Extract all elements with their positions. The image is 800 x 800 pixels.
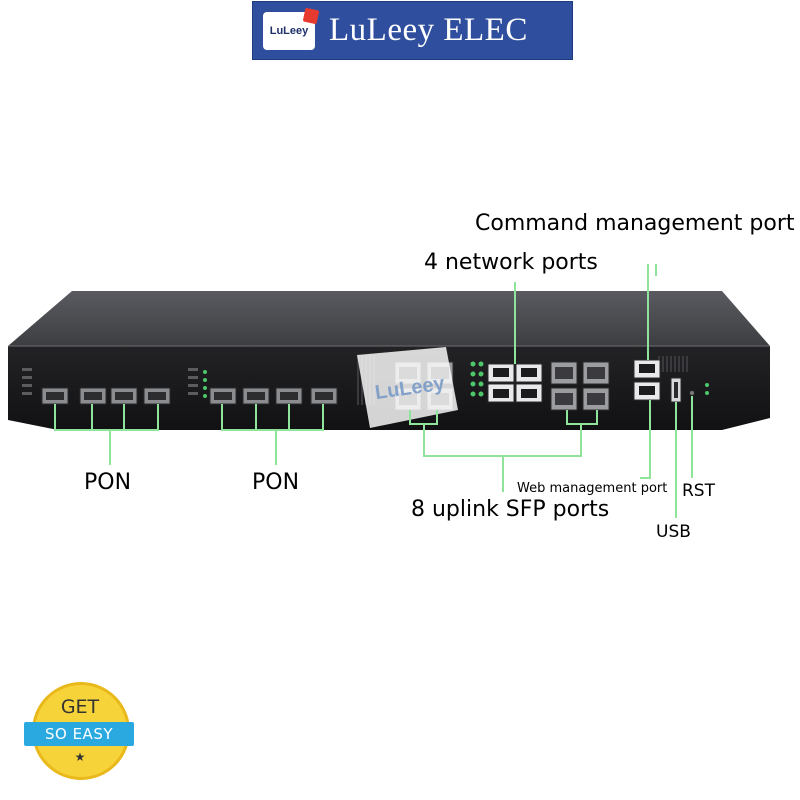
label-uplink-sfp-ports: 8 uplink SFP ports	[411, 497, 610, 522]
pon-group-left-leds	[22, 368, 32, 395]
brand-name: LuLeey ELEC	[329, 12, 528, 48]
brand-logo: LuLeey	[263, 7, 320, 50]
sticker-get-text: GET	[60, 696, 100, 718]
label-rst: RST	[682, 481, 715, 501]
reset-pinhole	[689, 390, 695, 396]
uplink-sfp-right	[550, 361, 610, 411]
label-command-management-port: Command management port	[475, 211, 795, 236]
rj45-network-ports	[487, 363, 543, 403]
power-led	[705, 383, 709, 387]
label-network-ports: 4 network ports	[424, 250, 598, 275]
sticker-so-easy-text: SO EASY	[44, 725, 114, 743]
star-icon: ★	[74, 750, 86, 764]
web-port-line	[640, 400, 651, 479]
pon-group-left-ports	[41, 387, 171, 405]
brand-banner: LuLeey LuLeey ELEC	[252, 1, 573, 60]
logo-badge-text: LuLeey	[269, 24, 309, 37]
combo-leds	[470, 361, 484, 397]
sticker-ribbon: SO EASY	[24, 722, 134, 746]
watermark-card: LuLeey	[357, 347, 458, 428]
pon-group-right-leds	[188, 368, 207, 398]
pon-right-bracket	[221, 404, 324, 431]
power-led	[705, 391, 709, 395]
pon-left-bracket	[54, 404, 159, 431]
get-so-easy-sticker: GET SO EASY ★	[24, 680, 134, 780]
chassis-top	[8, 291, 770, 346]
callout-lines	[54, 264, 693, 518]
label-pon-right: PON	[252, 470, 300, 495]
label-pon-left: PON	[84, 470, 132, 495]
label-web-management-port: Web management port	[517, 481, 668, 496]
label-usb: USB	[656, 522, 691, 542]
